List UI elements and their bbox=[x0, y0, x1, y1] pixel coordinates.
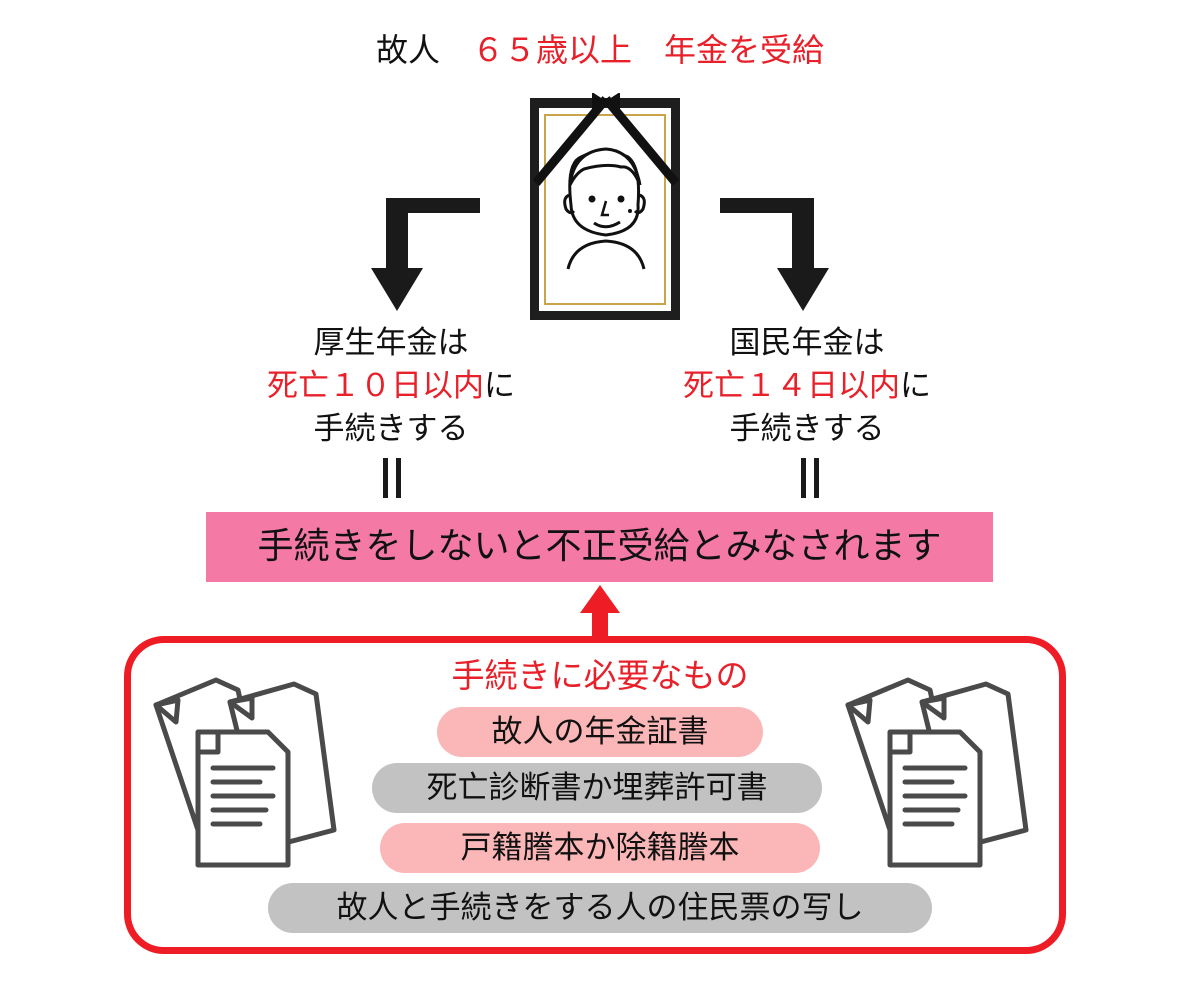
branch-action: 手続きする bbox=[313, 411, 469, 447]
requirement-item: 故人と手続きをする人の住民票の写し bbox=[268, 883, 932, 933]
up-arrow-icon bbox=[580, 585, 620, 640]
header-prefix: 故人 bbox=[375, 31, 472, 69]
requirements-box bbox=[124, 636, 1066, 954]
branch-deadline: 死亡１４日以内 bbox=[683, 368, 900, 404]
requirement-item: 戸籍謄本か除籍謄本 bbox=[380, 823, 820, 873]
branch-title: 国民年金は bbox=[729, 325, 885, 361]
branch-deadline: 死亡１０日以内 bbox=[267, 368, 484, 404]
branch-action: 手続きする bbox=[729, 411, 885, 447]
requirement-item: 死亡診断書か埋葬許可書 bbox=[372, 763, 822, 813]
elbow-down-arrow-icon bbox=[371, 198, 480, 311]
requirement-item: 故人の年金証書 bbox=[437, 707, 763, 757]
branch-suffix: に bbox=[900, 368, 931, 404]
warning-banner: 手続きをしないと不正受給とみなされます bbox=[206, 512, 993, 582]
documents-icon bbox=[153, 677, 337, 868]
branch-kosei-nenkin: 厚生年金は 死亡１０日以内に 手続きする bbox=[221, 322, 561, 451]
equals-icon bbox=[376, 458, 406, 498]
header-title: 故人 ６５歳以上 年金を受給 bbox=[0, 28, 1200, 72]
documents-icon bbox=[845, 677, 1029, 868]
elbow-down-arrow-icon bbox=[720, 198, 829, 311]
branch-deadline-line: 死亡１０日以内に bbox=[221, 365, 561, 408]
branch-deadline-line: 死亡１４日以内に bbox=[637, 365, 977, 408]
branch-kokumin-nenkin: 国民年金は 死亡１４日以内に 手続きする bbox=[637, 322, 977, 451]
requirements-title: 手続きに必要なもの bbox=[451, 656, 749, 695]
header-condition: ６５歳以上 年金を受給 bbox=[472, 31, 825, 69]
branch-suffix: に bbox=[484, 368, 515, 404]
branch-title: 厚生年金は bbox=[313, 325, 469, 361]
equals-icon bbox=[794, 458, 824, 498]
memorial-portrait-icon bbox=[530, 93, 680, 320]
